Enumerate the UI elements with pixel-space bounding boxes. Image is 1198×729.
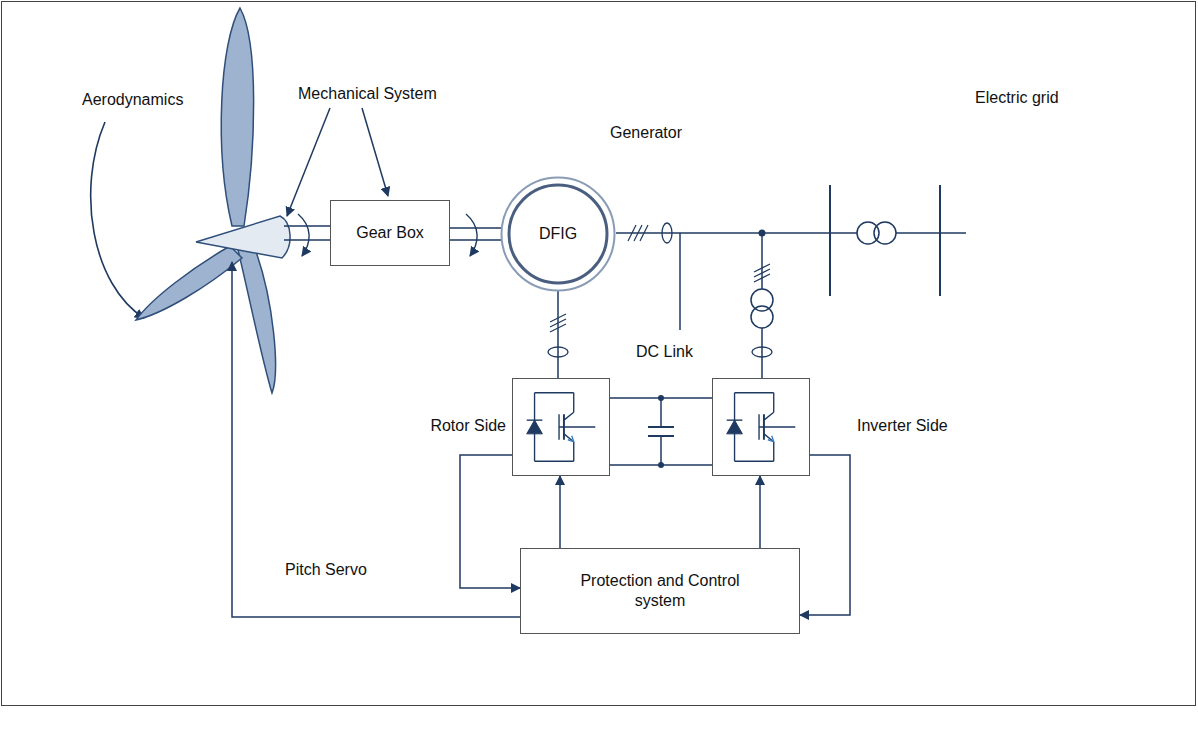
bus-bar [829,185,831,296]
hub-nacelle [196,216,290,258]
blade [221,8,253,226]
connector [800,455,850,615]
grid-line [896,232,966,234]
pitch-servo-line [232,262,520,617]
connector [759,476,761,548]
grid-line [616,232,857,234]
converter-line [761,233,763,289]
node-text: Protection and Control system [565,571,755,611]
node-heading: Generator [610,123,682,142]
grid-label: Electric grid [975,88,1059,107]
three-phase-marks [754,264,770,282]
generator-circle: GeneratorDFIG [500,176,616,292]
current-sensor [752,347,772,357]
transformer-symbol [751,306,773,328]
rotor-converter-box: Rotor Side [512,378,610,476]
leader-arrow [287,108,330,216]
bus-bar [939,185,941,296]
control-box: Protection and Control system [520,548,800,634]
pitch-servo-label: Pitch Servo [285,560,367,579]
rotation-arrow [298,214,309,256]
capacitor-symbol [648,426,674,428]
connector [559,476,561,548]
connector [460,455,520,588]
inverter-converter-box: Inverter Side [712,378,810,476]
node-text: DFIG [539,224,577,244]
transformer-symbol [857,222,879,244]
node-heading: Rotor Side [430,416,506,435]
transformer-symbol [874,222,896,244]
blade [136,246,242,320]
connector [610,398,712,465]
aerodynamics-label: Aerodynamics [82,90,183,109]
measurement-line [679,233,681,330]
connector [557,291,559,378]
dc-link-label: DC Link [636,342,693,361]
converter-line [761,328,763,378]
igbt-symbol [513,379,609,475]
capacitor-lead [660,398,662,427]
node-text: Gear Box [356,223,424,243]
current-sensor [662,223,672,243]
leader-arrow [362,108,388,196]
three-phase-marks [628,225,648,241]
capacitor-lead [660,436,662,465]
transformer-symbol [751,289,773,311]
frame [2,2,1196,706]
mechanical-label: Mechanical System [298,84,437,103]
shaft [284,239,330,241]
aerodynamics-arrow [91,122,144,318]
rotation-arrow [466,214,477,256]
connector [450,228,501,240]
node-heading: Inverter Side [857,416,948,435]
igbt-symbol [713,379,809,475]
gearbox-box: Gear Box [330,200,450,266]
blade [238,246,275,393]
